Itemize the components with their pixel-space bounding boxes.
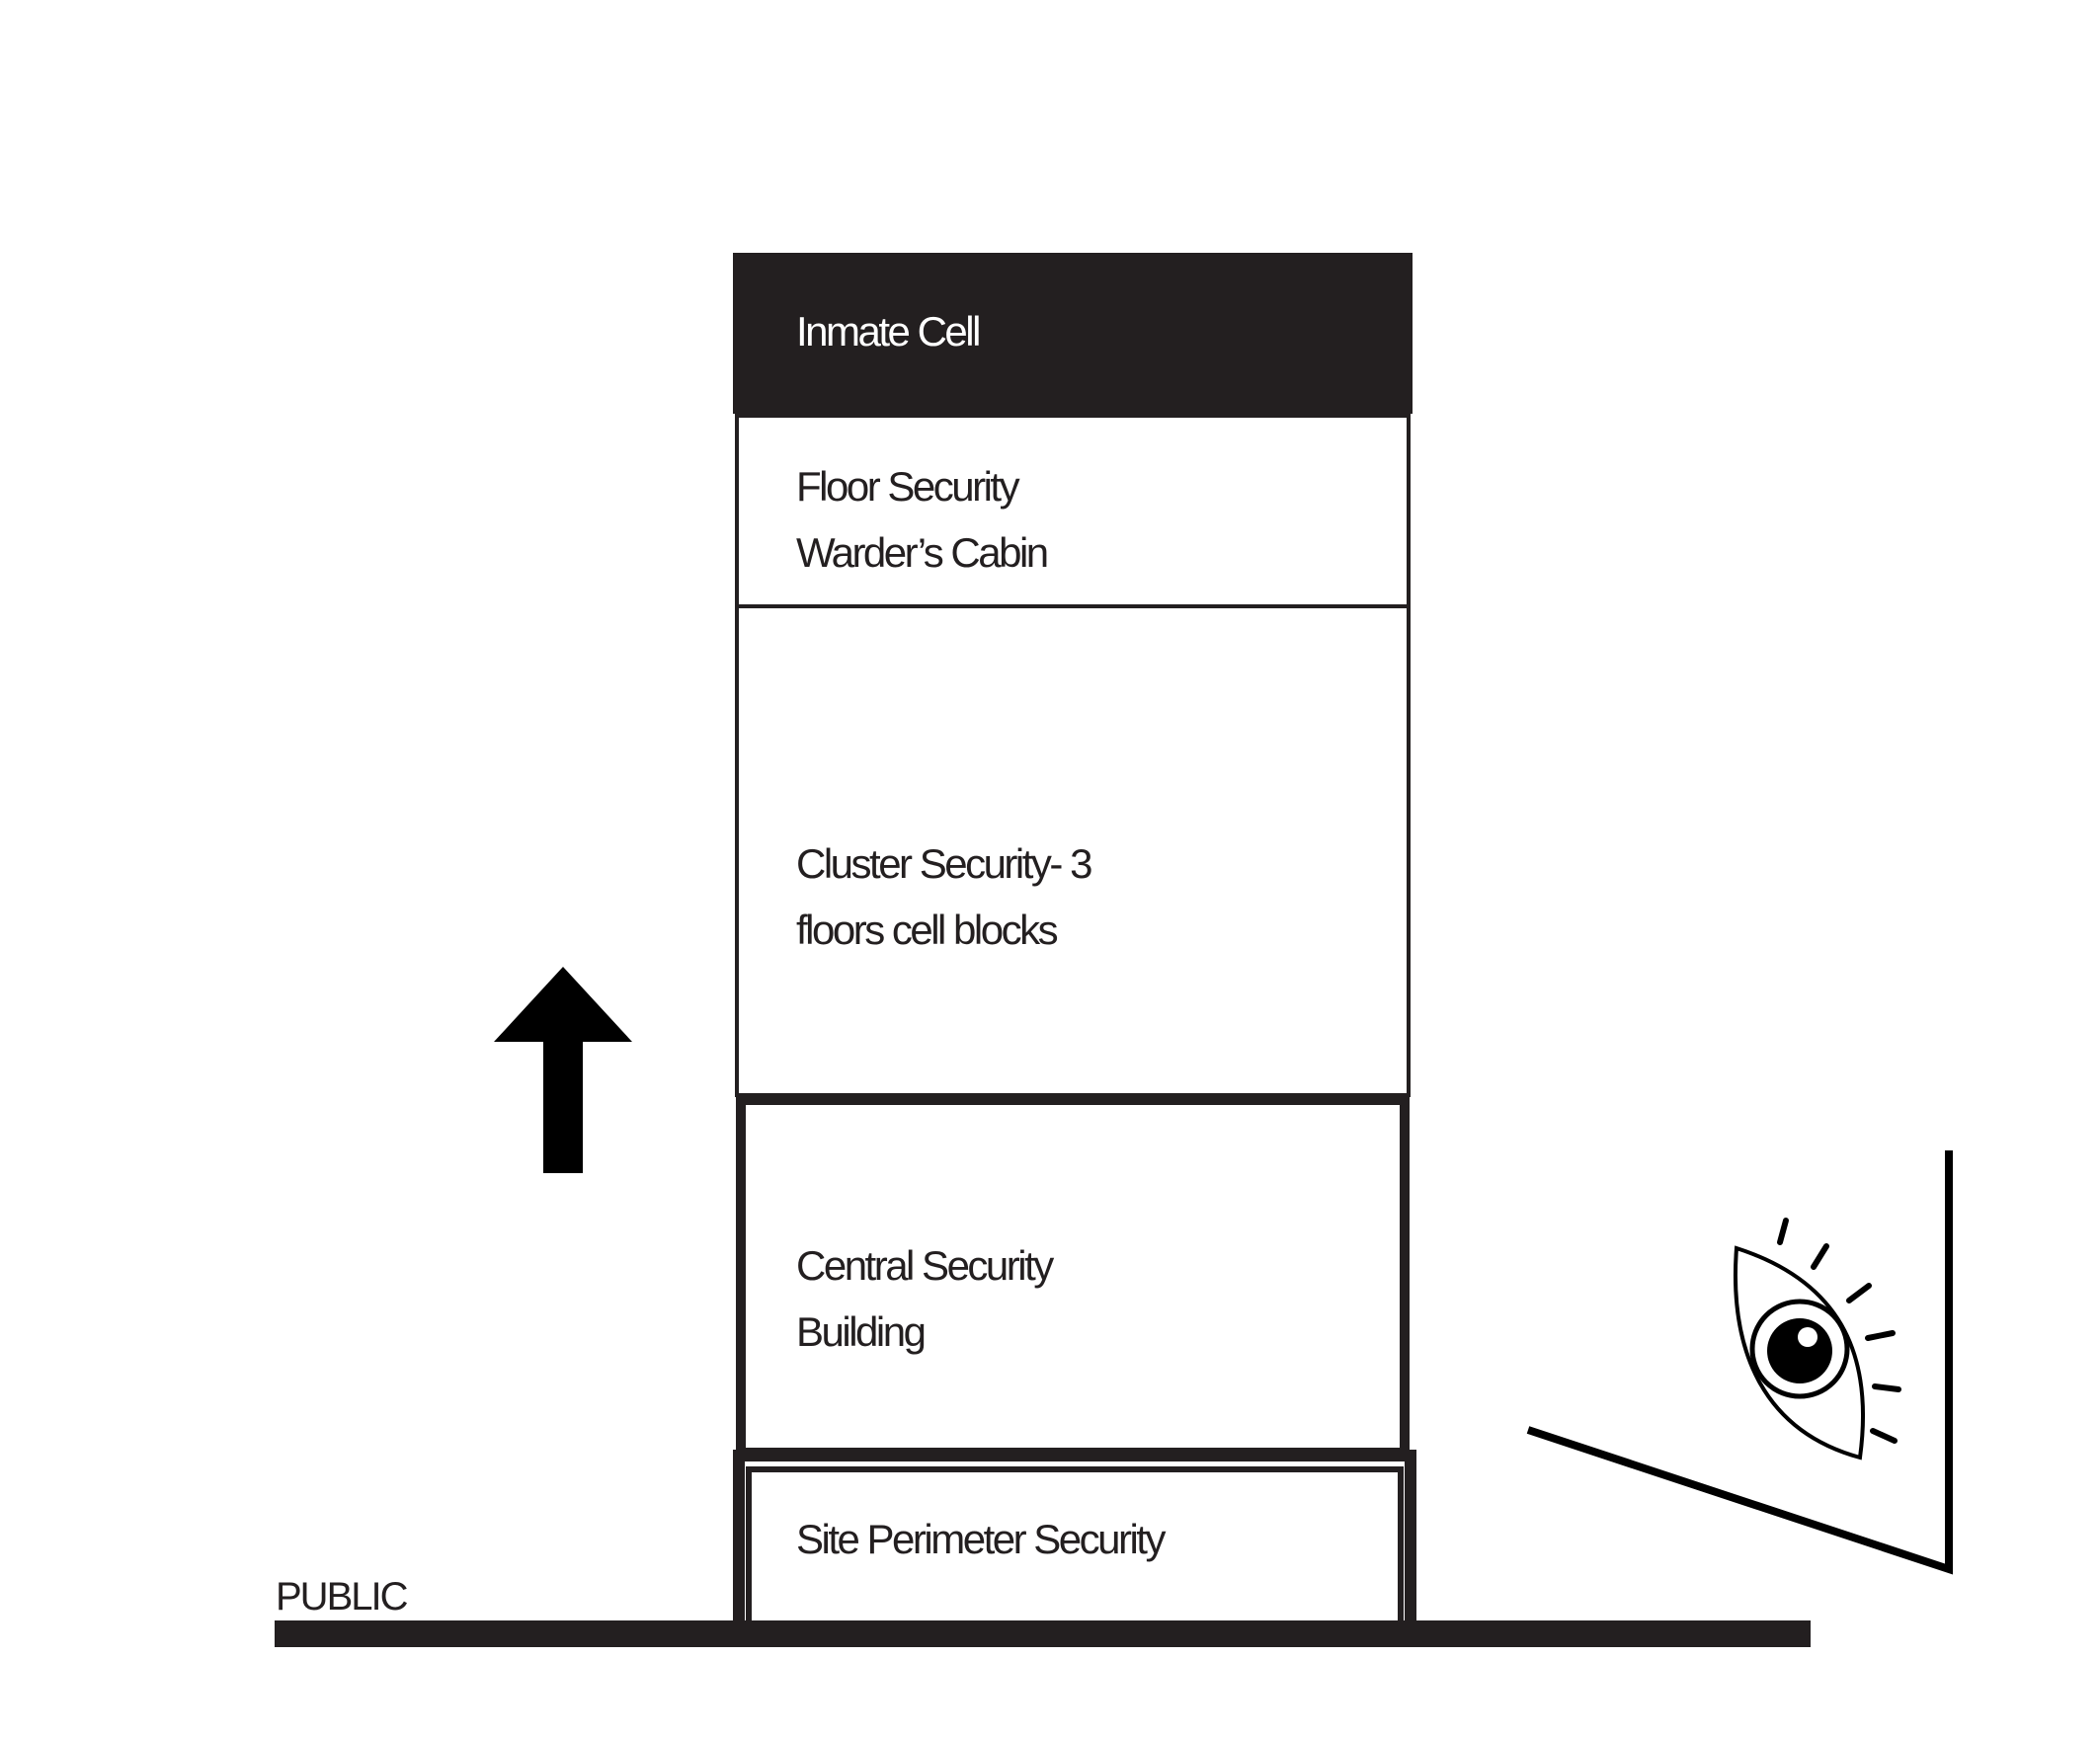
level-floor-security: Floor Security Warder’s Cabin	[735, 414, 1411, 608]
cluster-security-label-1: Cluster Security- 3	[796, 840, 1091, 887]
site-perimeter-label: Site Perimeter Security	[796, 1516, 1166, 1562]
inmate-cell-block	[733, 253, 1413, 414]
site-perimeter-inner-frame	[746, 1466, 1404, 1625]
inmate-cell-label: Inmate Cell	[796, 308, 979, 355]
public-label: PUBLIC	[276, 1575, 408, 1619]
cluster-security-label-2: floors cell blocks	[796, 907, 1058, 953]
ground-line	[275, 1620, 1811, 1647]
site-perimeter-outer-frame	[733, 1450, 1416, 1625]
level-site-perimeter: Site Perimeter Security	[733, 1450, 1416, 1625]
floor-security-box	[735, 414, 1411, 608]
level-cluster-security: Cluster Security- 3 floors cell blocks	[735, 604, 1411, 1097]
floor-security-label-2: Warder’s Cabin	[796, 529, 1047, 576]
eye-icon	[1734, 1218, 1901, 1461]
central-security-label-1: Central Security	[796, 1242, 1054, 1289]
level-central-security: Central Security Building	[736, 1095, 1410, 1458]
central-security-label-2: Building	[796, 1308, 925, 1355]
floor-security-label-1: Floor Security	[796, 463, 1020, 510]
observer-wedge	[1526, 1150, 1953, 1575]
level-inmate-cell: Inmate Cell	[733, 253, 1413, 414]
arrow-up-icon	[494, 967, 632, 1173]
